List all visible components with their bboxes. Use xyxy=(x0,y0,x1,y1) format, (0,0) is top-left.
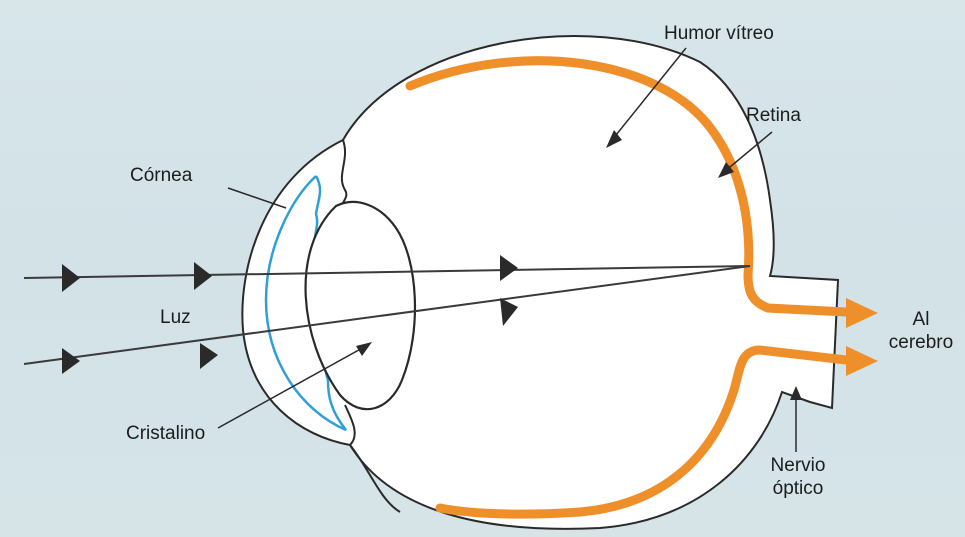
label-retina: Retina xyxy=(746,104,801,127)
ray-arrowhead-5 xyxy=(200,343,218,369)
label-cornea: Córnea xyxy=(130,164,192,187)
label-cristalino: Cristalino xyxy=(126,422,205,445)
label-al-cerebro-line1: Al xyxy=(878,308,964,331)
brain-arrowhead-bottom xyxy=(846,346,878,376)
brain-arrowhead-top xyxy=(846,298,878,328)
label-al-cerebro: Al cerebro xyxy=(878,308,964,354)
label-humor-vitreo: Humor vítreo xyxy=(664,22,774,45)
label-nervio-optico: Nervio óptico xyxy=(748,454,848,500)
ray-arrowhead-2 xyxy=(194,262,212,290)
ray-arrowhead-4 xyxy=(62,348,80,374)
label-nervio-optico-line2: óptico xyxy=(748,477,848,500)
ray-arrowhead-1 xyxy=(62,264,80,292)
label-luz: Luz xyxy=(160,306,191,329)
label-nervio-optico-line1: Nervio xyxy=(748,454,848,477)
label-al-cerebro-line2: cerebro xyxy=(878,331,964,354)
